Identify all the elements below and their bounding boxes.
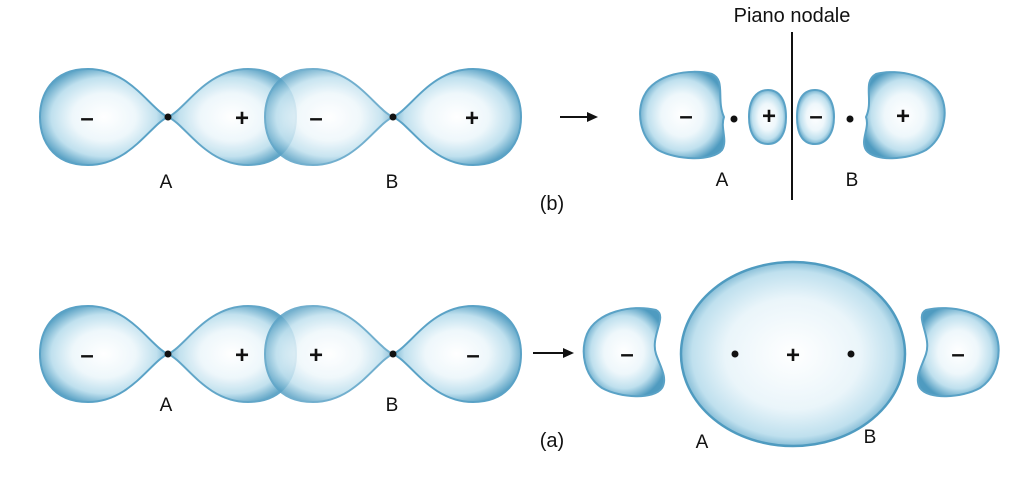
lobe — [795, 88, 836, 146]
phase-sign: + — [896, 103, 910, 130]
panel-b-overlap: – + – + A B — [39, 68, 522, 193]
nucleus-label: A — [716, 170, 729, 191]
nucleus-dot — [389, 113, 397, 121]
lobe — [639, 70, 726, 160]
phase-sign: + — [235, 342, 249, 369]
phase-sign: – — [951, 341, 964, 368]
phase-sign: + — [786, 342, 800, 369]
bonding-lobe — [679, 260, 907, 448]
panel-a-overlap: – + + – A B — [39, 305, 522, 416]
lobe — [747, 88, 788, 146]
nucleus-label: B — [386, 172, 399, 193]
lobe — [392, 68, 522, 166]
phase-sign: + — [762, 103, 776, 130]
nucleus-label: B — [386, 395, 399, 416]
nucleus-label: A — [160, 395, 173, 416]
nucleus-label: B — [864, 427, 877, 448]
phase-sign: – — [466, 342, 479, 369]
phase-sign: – — [620, 341, 633, 368]
arrow-icon — [533, 348, 574, 358]
nucleus-label: A — [696, 432, 709, 453]
lobe — [39, 68, 169, 166]
nucleus-dot — [164, 350, 172, 358]
lobe — [264, 305, 394, 403]
nodal-plane-label: Piano nodale — [734, 5, 851, 27]
nucleus-dot — [730, 115, 738, 123]
phase-sign: – — [80, 105, 93, 132]
nucleus-label: A — [160, 172, 173, 193]
lobe — [264, 68, 394, 166]
nucleus-dot — [731, 350, 739, 358]
phase-sign: – — [80, 342, 93, 369]
lobe — [39, 305, 169, 403]
nucleus-dot — [847, 350, 855, 358]
panel-caption-a: (a) — [540, 430, 564, 452]
phase-sign: + — [235, 105, 249, 132]
panel-b-result: Piano nodale – + – + A B — [639, 5, 946, 200]
arrow-icon — [560, 112, 598, 122]
nucleus-label: B — [846, 170, 859, 191]
phase-sign: + — [309, 342, 323, 369]
phase-sign: + — [465, 105, 479, 132]
panel-caption-b: (b) — [540, 193, 564, 215]
phase-sign: – — [679, 103, 692, 130]
lobe — [916, 307, 1000, 398]
nucleus-dot — [164, 113, 172, 121]
phase-sign: – — [809, 103, 822, 130]
phase-sign: – — [309, 105, 322, 132]
lobe — [582, 307, 666, 398]
nucleus-dot — [846, 115, 854, 123]
nucleus-dot — [389, 350, 397, 358]
lobe — [863, 71, 946, 160]
lobe — [392, 305, 522, 403]
panel-a-result: – + – A B — [582, 260, 1000, 453]
